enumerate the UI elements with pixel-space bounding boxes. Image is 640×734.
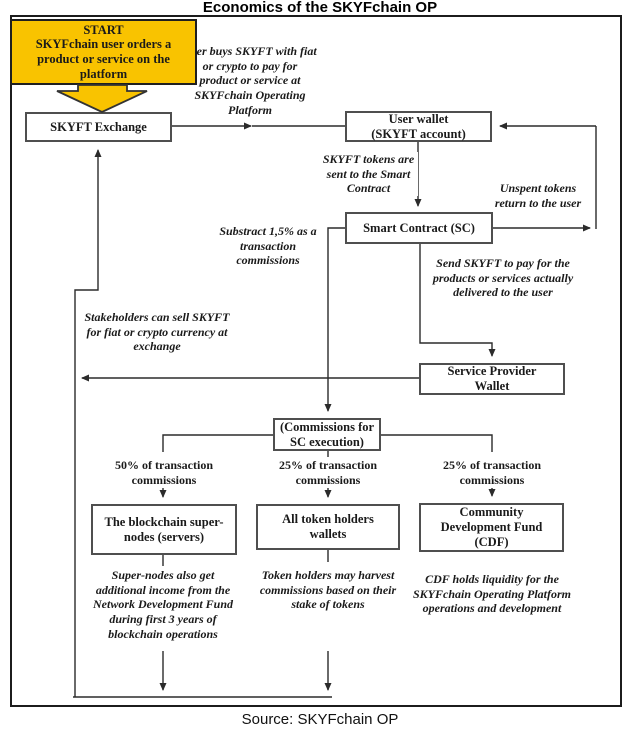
user-wallet-label-line2: (SKYFT account) (371, 126, 466, 141)
node-skyft-exchange: SKYFT Exchange (25, 112, 172, 142)
commissions-label-line1: (Commissions for (279, 419, 375, 434)
annotation-supernodes-note: Super-nodes also get additional income f… (86, 568, 240, 642)
node-cdf: Community Development Fund (CDF) (419, 503, 564, 552)
annotation-pct-50: 50% of transaction commissions (103, 458, 225, 488)
skyft-exchange-label: SKYFT Exchange (50, 119, 147, 134)
node-token-holders: All token holders wallets (256, 504, 400, 550)
start-title: START (83, 22, 124, 37)
supernodes-label-line2: nodes (servers) (123, 529, 205, 544)
smart-contract-label: Smart Contract (SC) (363, 220, 475, 235)
annotation-subtract-commission: Substract 1,5% as a transaction commissi… (212, 224, 324, 268)
annotation-send-skyft: Send SKYFT to pay for the products or se… (427, 256, 579, 300)
node-user-wallet: User wallet (SKYFT account) (345, 111, 492, 142)
annotation-cdf-note: CDF holds liquidity for the SKYFchain Op… (409, 572, 575, 616)
annotation-user-buys: User buys SKYFT with fiat or crypto to p… (183, 44, 317, 118)
annotation-unspent-tokens: Unspent tokens return to the user (485, 181, 591, 211)
token-holders-label-line1: All token holders (282, 512, 374, 526)
node-start: START SKYFchain user orders a product or… (10, 19, 197, 85)
cdf-label-line3: (CDF) (474, 535, 509, 549)
node-supernodes: The blockchain super- nodes (servers) (91, 504, 237, 555)
service-provider-label-line1: Service Provider (447, 364, 537, 378)
service-provider-label-line2: Wallet (474, 379, 510, 393)
start-body: SKYFchain user orders a product or servi… (35, 37, 172, 81)
annotation-tokens-sent: SKYFT tokens are sent to the Smart Contr… (319, 152, 418, 196)
annotation-pct-25-mid: 25% of transaction commissions (267, 458, 389, 488)
token-holders-label-line2: wallets (309, 527, 347, 541)
page-title: Economics of the SKYFchain OP (202, 0, 438, 16)
annotation-stakeholders-sell: Stakeholders can sell SKYFT for fiat or … (82, 310, 232, 354)
cdf-label-line1: Community (459, 505, 524, 519)
supernodes-label-line1: The blockchain super- (104, 514, 224, 529)
node-service-provider-wallet: Service Provider Wallet (419, 363, 565, 395)
source-caption: Source: SKYFchain OP (241, 711, 399, 728)
user-wallet-label-line1: User wallet (388, 111, 449, 126)
commissions-label-line2: SC execution) (290, 434, 364, 449)
annotation-pct-25-right: 25% of transaction commissions (431, 458, 553, 488)
annotation-token-holders-note: Token holders may harvest commissions ba… (253, 568, 403, 612)
node-smart-contract: Smart Contract (SC) (345, 212, 493, 244)
cdf-label-line2: Development Fund (440, 520, 543, 534)
node-commissions: (Commissions for SC execution) (273, 418, 381, 451)
